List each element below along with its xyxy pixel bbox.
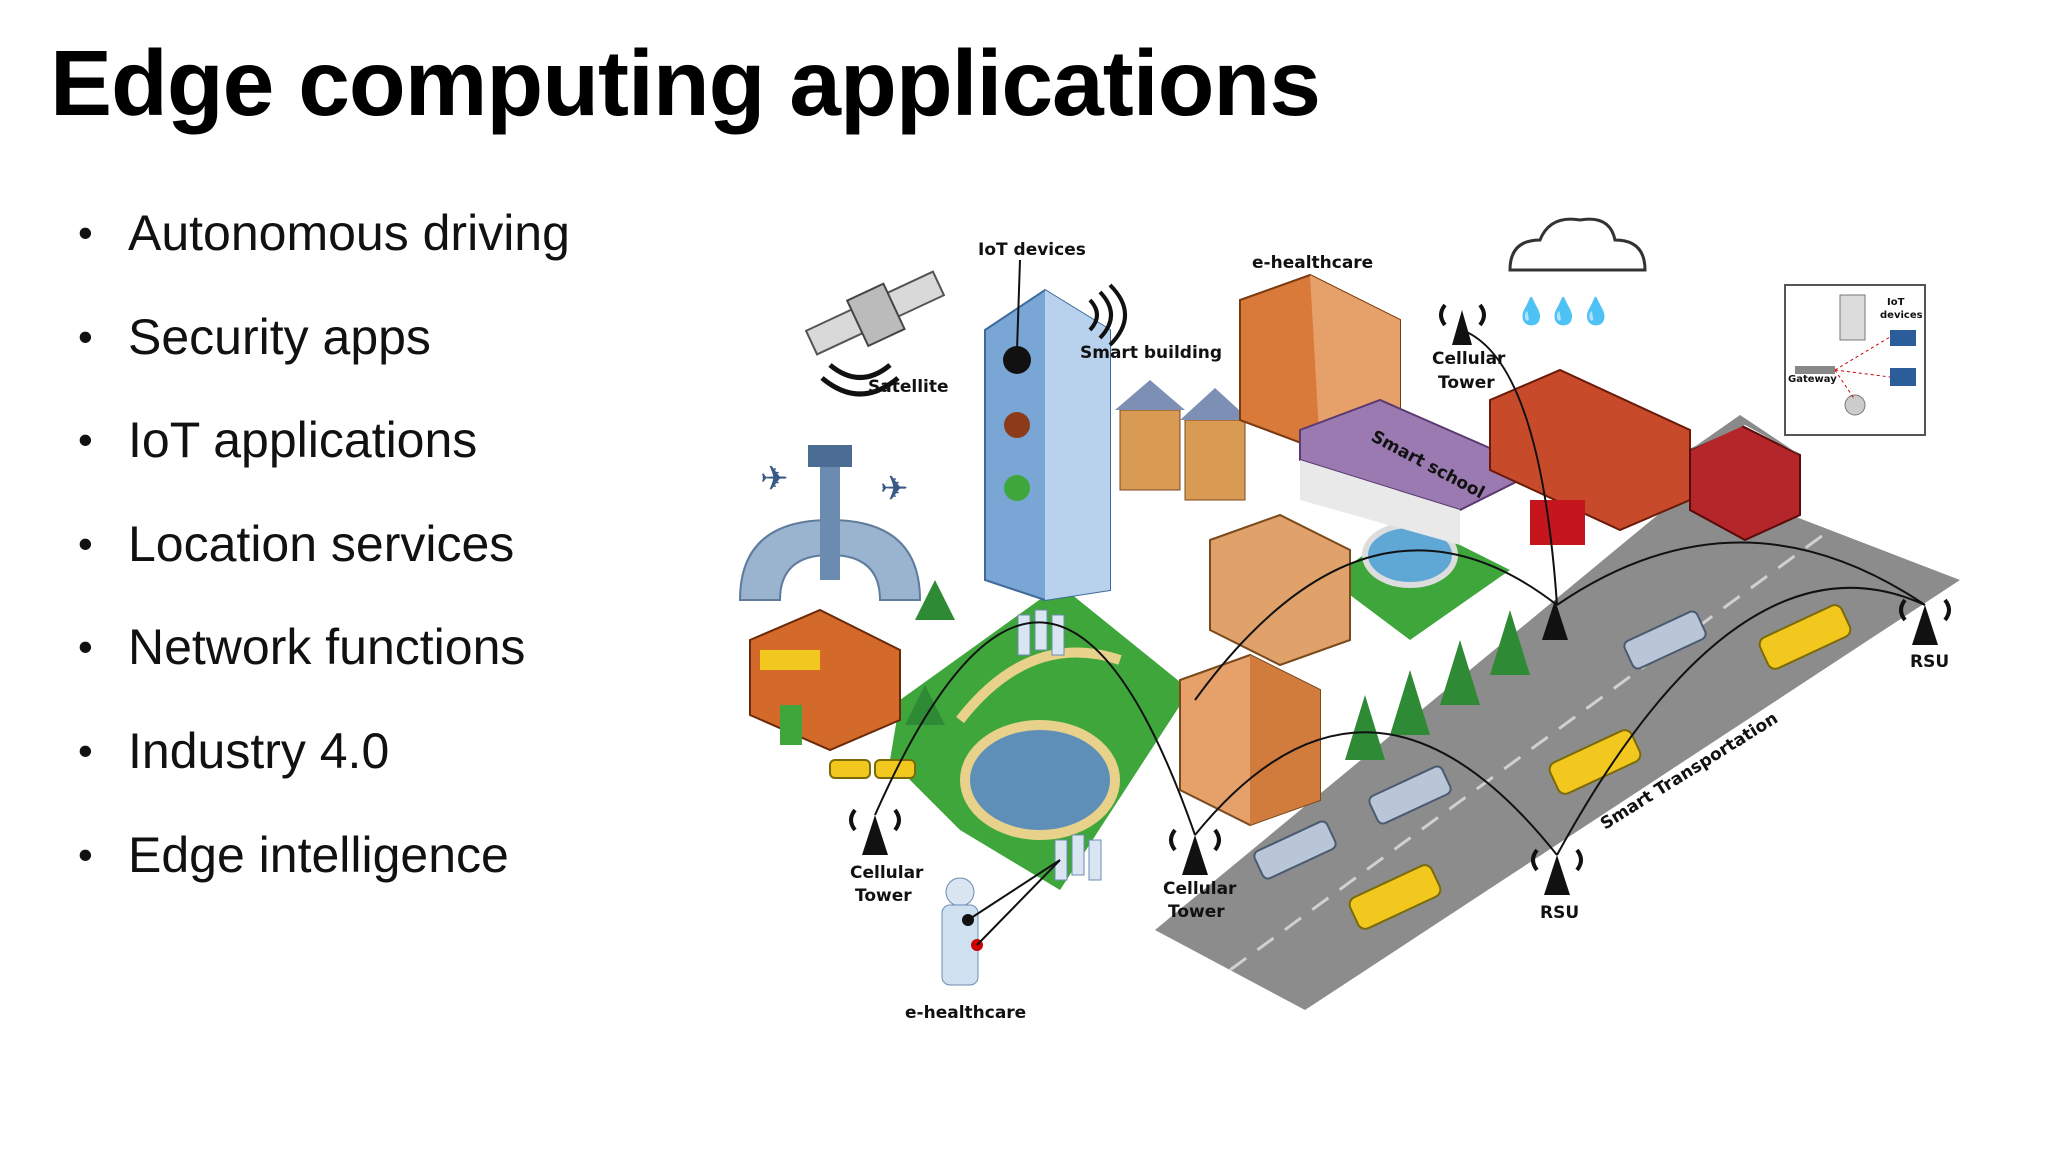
control-tower-top	[808, 445, 852, 467]
satellite-label: Satellite	[868, 377, 949, 397]
bullet-item: • Autonomous driving	[78, 200, 570, 304]
rsu-bottom-label: RSU	[1540, 903, 1579, 923]
smart-building-label: Smart building	[1080, 343, 1222, 363]
patient-icon	[941, 877, 983, 986]
rsu-icon	[1542, 600, 1568, 640]
apartment-building	[1179, 513, 1351, 827]
people-icon	[1017, 609, 1102, 881]
control-tower	[820, 460, 840, 580]
bullet-text: IoT applications	[128, 412, 478, 469]
inset-gateway-label: Gateway	[1788, 374, 1837, 385]
wireless-signal-icon	[1088, 283, 1127, 347]
rsu-right-label: RSU	[1910, 652, 1949, 672]
bullet-dot: •	[78, 209, 93, 256]
rsu-icon	[1899, 598, 1951, 645]
bullet-text: Security apps	[128, 308, 431, 365]
connection-links	[874, 329, 1926, 946]
airplane-icon: ✈	[760, 460, 789, 498]
slide-title: Edge computing applications	[50, 31, 1321, 135]
traffic-light-green-icon	[1004, 475, 1030, 501]
rain-cloud-icon: 💧💧💧	[1508, 217, 1647, 326]
cellular-tower-top-label-2: Tower	[1438, 373, 1495, 393]
traffic-light-red-icon	[1003, 346, 1031, 374]
computer-icon	[1890, 368, 1916, 386]
fridge-icon	[1839, 294, 1866, 341]
smart-building	[984, 288, 1111, 602]
houses	[1115, 380, 1250, 501]
bullet-dot: •	[78, 726, 93, 774]
cell-tower-icon	[1439, 303, 1486, 345]
cell-tower-icon	[849, 808, 901, 855]
buses	[1253, 610, 1707, 880]
inset-iot-label-1: IoT	[1887, 297, 1905, 308]
airport-terminal	[738, 518, 922, 601]
trees	[905, 580, 1530, 760]
svg-text:💧💧💧: 💧💧💧	[1515, 296, 1612, 326]
washing-machine-icon	[1844, 394, 1866, 416]
bullet-dot: •	[78, 312, 93, 360]
smart-school	[1299, 398, 1543, 545]
bullet-item: • Security apps	[78, 304, 570, 408]
bullet-item: • Network functions	[78, 614, 570, 718]
satellite-icon	[804, 270, 946, 397]
bullet-text: Location services	[128, 515, 515, 572]
bullet-item: • Location services	[78, 511, 570, 615]
cellular-tower-top-label-1: Cellular	[1432, 349, 1506, 369]
traffic-light-amber-icon	[1004, 412, 1030, 438]
gas-station	[749, 608, 901, 752]
park-path	[956, 647, 1122, 724]
bullet-list: • Autonomous driving • Security apps • IoT …	[78, 200, 570, 925]
smart-city-illustration: ✈ ✈ Satellite IoT devices Smart building…	[738, 217, 1960, 1023]
fire-station	[1489, 368, 1691, 545]
bullet-dot: •	[78, 623, 93, 671]
iot-devices-label: IoT devices	[978, 240, 1086, 260]
e-healthcare-top-label: e-healthcare	[1252, 253, 1373, 273]
iot-gateway-inset	[1784, 284, 1926, 436]
road-lane-line	[1229, 528, 1831, 972]
e-healthcare-bottom-label: e-healthcare	[905, 1003, 1026, 1023]
inset-iot-label-2: devices	[1880, 310, 1923, 321]
cellular-tower-mid-label-1: Cellular	[1163, 879, 1237, 899]
park-lake	[960, 720, 1120, 840]
gateway-router-icon	[1795, 366, 1835, 374]
bullet-item: • Edge intelligence	[78, 822, 570, 926]
bullet-item: • IoT applications	[78, 407, 570, 511]
cell-tower-icon	[1169, 828, 1221, 875]
monitor-icon	[1890, 330, 1916, 346]
bullet-dot: •	[78, 830, 93, 878]
bullet-text: Autonomous driving	[128, 205, 570, 261]
rsu-icon	[1531, 848, 1583, 895]
bullet-dot: •	[78, 416, 93, 464]
bullet-item: • Industry 4.0	[78, 718, 570, 822]
bullet-text: Network functions	[128, 619, 526, 676]
bullet-text: Industry 4.0	[128, 722, 390, 779]
cellular-tower-left-label-1: Cellular	[850, 863, 924, 883]
fire-truck-icon	[1530, 500, 1585, 545]
bullet-dot: •	[78, 519, 93, 567]
cellular-tower-mid-label-2: Tower	[1168, 902, 1225, 922]
airplane-icon: ✈	[880, 470, 909, 508]
bullet-text: Edge intelligence	[128, 826, 509, 883]
barn	[1689, 415, 1801, 542]
cellular-tower-left-label-2: Tower	[855, 886, 912, 906]
